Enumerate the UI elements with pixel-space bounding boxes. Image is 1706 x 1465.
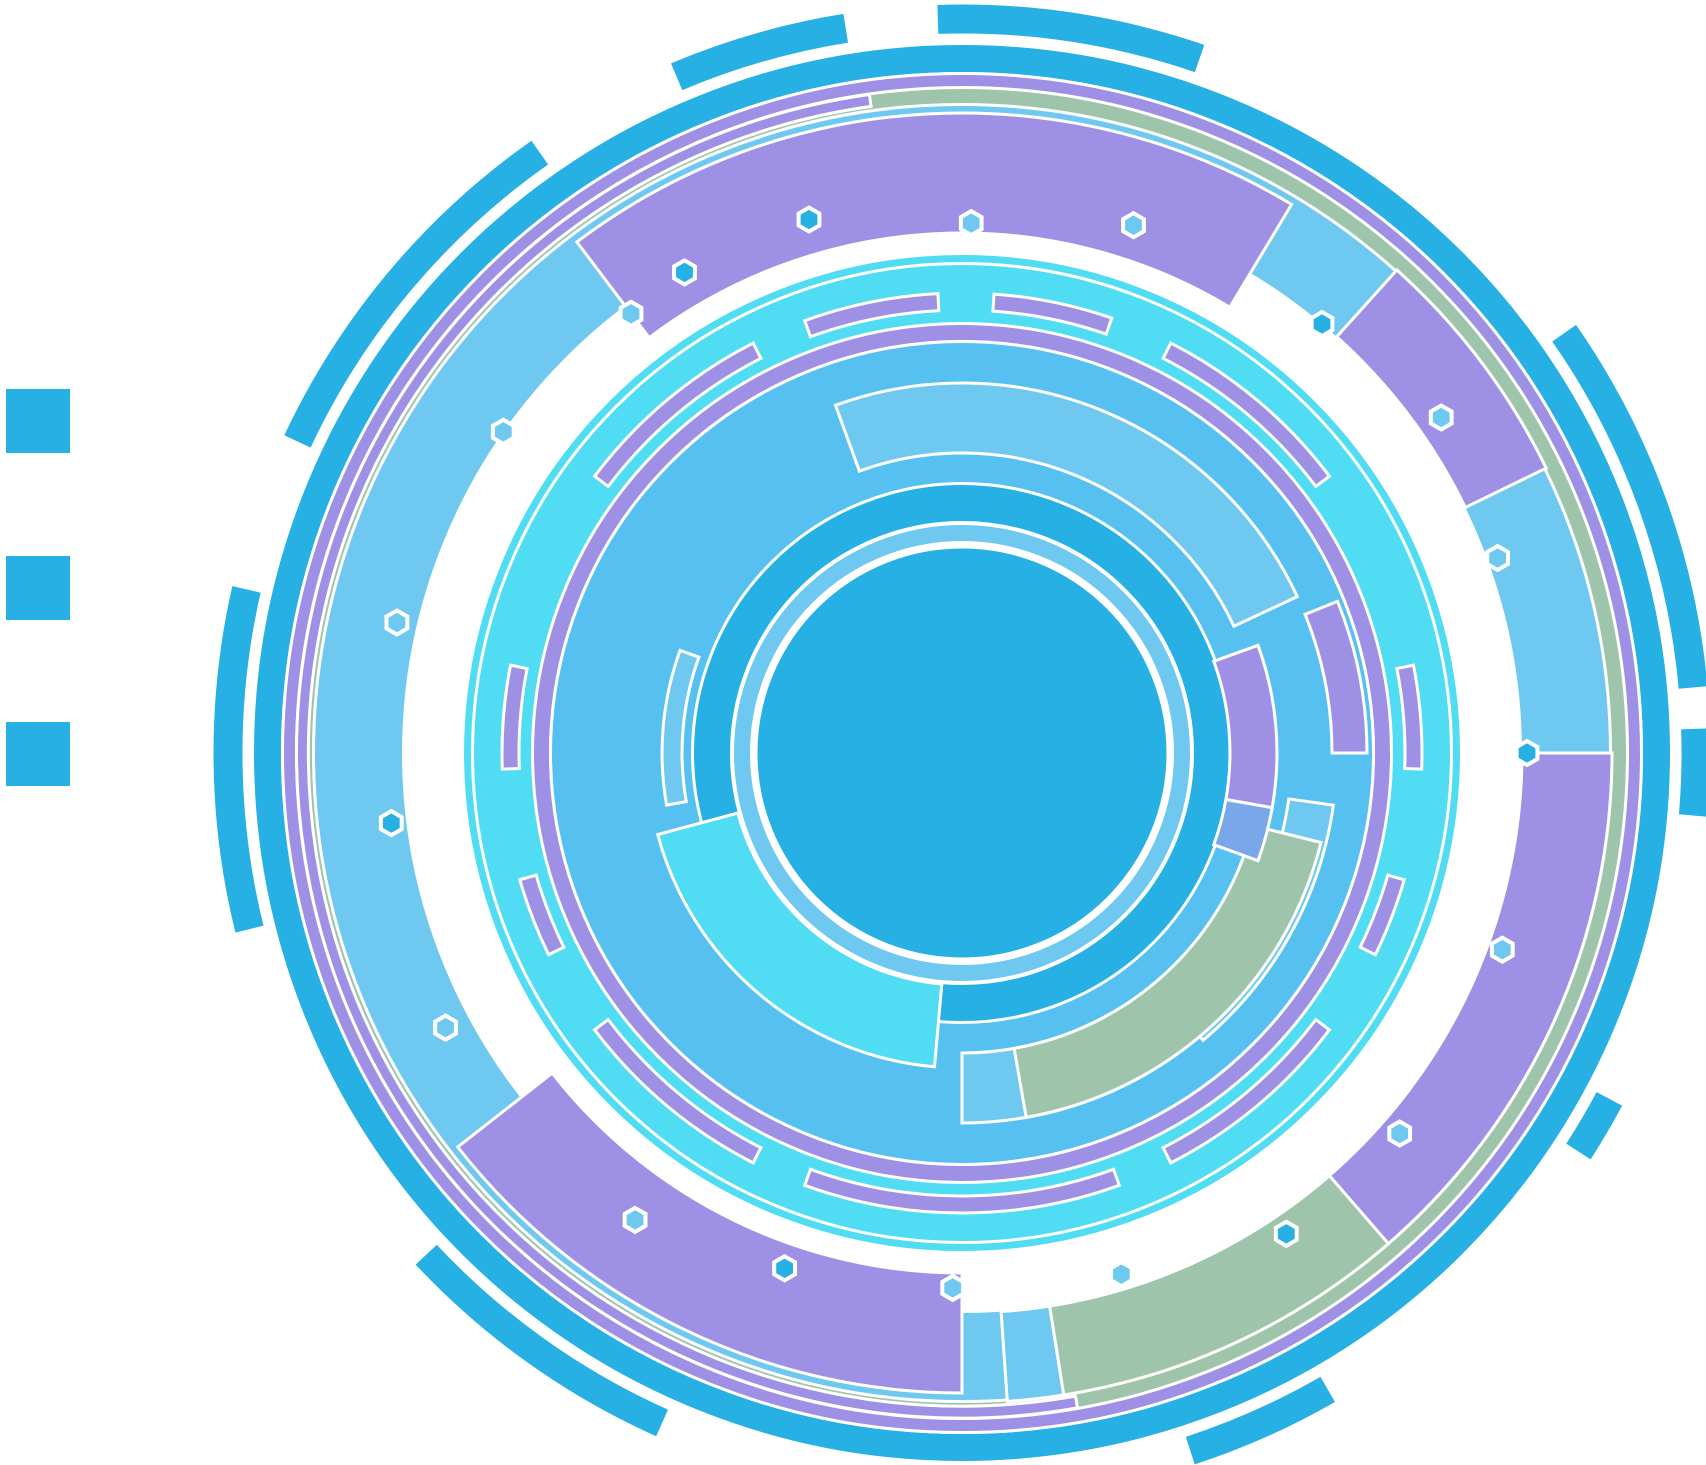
hexagon-marker-10 — [1387, 1119, 1413, 1148]
hexagon-marker-9 — [1489, 935, 1515, 965]
inner-purple-bar-35 — [1303, 599, 1369, 755]
hexagon-marker-12 — [1109, 1259, 1134, 1289]
outer-purple-block-14 — [1334, 267, 1549, 510]
outer-dash-6 — [1182, 1372, 1340, 1465]
hexagon-marker-13 — [940, 1273, 966, 1303]
hexagon-marker-1 — [618, 299, 644, 329]
inner-sage-arc-31 — [1012, 823, 1323, 1120]
hexagon-marker-11 — [1273, 1219, 1299, 1249]
outer-dash-8 — [210, 582, 268, 937]
hexagon-marker-5 — [1309, 309, 1335, 339]
outer-dash-9 — [280, 136, 553, 452]
inner-purple-dash-18 — [991, 292, 1114, 337]
hexagon-marker-7 — [1485, 543, 1510, 573]
hexagon-marker-8 — [1514, 738, 1540, 768]
outer-dash-4 — [1675, 725, 1706, 820]
outer-dash-7 — [411, 1240, 672, 1441]
inner-light-arc-28 — [833, 381, 1300, 629]
core-disc — [754, 545, 1170, 961]
hexagon-marker-3 — [958, 208, 984, 238]
ring-layer — [251, 42, 1673, 1464]
outer-dash-5 — [1562, 1088, 1627, 1164]
hexagon-marker-16 — [433, 1013, 458, 1042]
inner-purple-dash-23 — [802, 1167, 1122, 1215]
outer-purple-thin-16 — [295, 92, 1080, 1420]
outer-dash-3 — [1548, 320, 1706, 693]
inner-purple-dash-19 — [1161, 341, 1332, 489]
outer-purple-block-12 — [574, 111, 1294, 340]
purple-inner-ring — [534, 325, 1390, 1181]
hexagon-marker-17 — [378, 808, 404, 838]
inner-purple-dash-21 — [1358, 873, 1407, 957]
inner-purple-dash-26 — [500, 663, 529, 771]
inner-light-bar-36 — [660, 648, 701, 807]
inner-purple-dash-27 — [592, 341, 763, 489]
inner-periwinkle-arc-34 — [1211, 797, 1274, 863]
hexagon-marker-14 — [772, 1253, 797, 1283]
inner-purple-dash-22 — [1161, 1017, 1332, 1165]
side-square-2 — [6, 556, 70, 620]
hexagon-marker-18 — [384, 608, 410, 637]
inner-purple-dash-25 — [517, 873, 566, 957]
cyan-ring — [464, 255, 1460, 1251]
hexagon-marker-2 — [796, 205, 822, 234]
hexagon-marker-19 — [490, 417, 516, 447]
outer-purple-block-13 — [455, 1070, 964, 1395]
outer-deep-blue-ring — [254, 45, 1670, 1461]
inner-cyan-arc-32 — [655, 811, 944, 1069]
hexagon-marker-4 — [1121, 210, 1146, 240]
inner-purple-dash-24 — [592, 1017, 763, 1165]
core-thin-ring — [734, 525, 1190, 981]
hexagon-marker-6 — [1428, 403, 1454, 432]
side-square-1 — [6, 389, 70, 453]
outer-dash-2 — [934, 1, 1209, 77]
outer-dash-1 — [667, 10, 852, 95]
hexagon-marker-layer — [378, 205, 1540, 1303]
sage-arc-11 — [999, 1304, 1066, 1404]
purple-thin-ring — [284, 75, 1640, 1431]
side-square-3 — [6, 722, 70, 786]
core-deep-blue-ring — [694, 485, 1230, 1021]
inner-purple-dash-17 — [802, 292, 941, 339]
inner-purple-dash-20 — [1395, 663, 1424, 771]
hexagon-marker-15 — [622, 1205, 648, 1235]
hexagon-marker-20 — [672, 258, 697, 287]
